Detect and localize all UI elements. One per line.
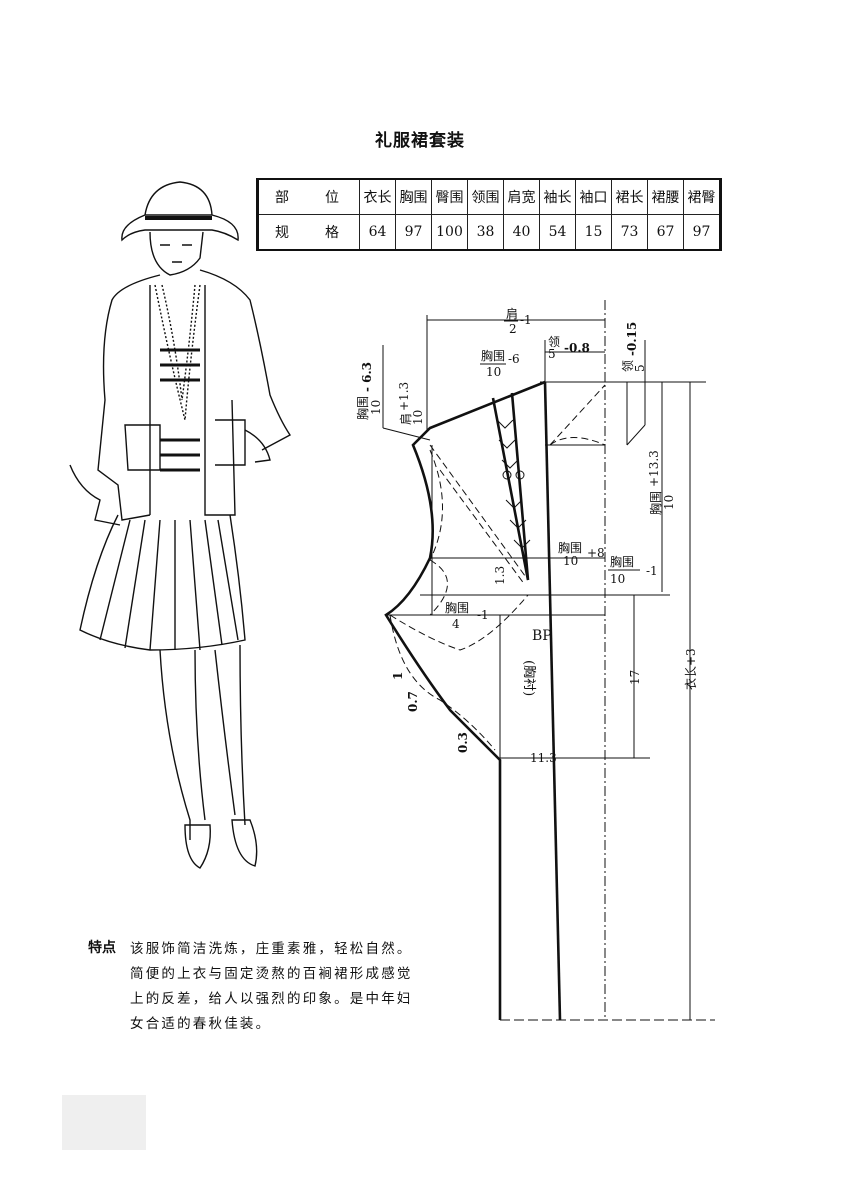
cell-value: 100 (431, 214, 468, 251)
figure-necklace (154, 284, 201, 421)
feature-line: 简便的上衣与固定烫熬的百裥裙形成感觉 (130, 966, 413, 982)
svg-text:胸围: 胸围 (558, 540, 582, 555)
figure-legs (159, 644, 258, 869)
value-label: 规格 (257, 214, 360, 251)
svg-text:10: 10 (486, 365, 501, 379)
svg-text:胸围: 胸围 (445, 600, 469, 615)
construction-lines (382, 300, 715, 1021)
table-row: 规格 64 97 100 38 40 54 15 73 67 97 (257, 214, 721, 251)
svg-text:5: 5 (633, 364, 647, 372)
label-shoulder-drop: 肩 10 +1.3 (397, 382, 425, 425)
figure-jacket (69, 269, 292, 526)
label-m07: 0.7 (406, 691, 420, 712)
label-chest-a: 胸围 10 +8 (558, 540, 605, 568)
svg-text:胸围: 胸围 (481, 348, 505, 363)
value-label-1: 规 (275, 225, 289, 241)
label-m1: 1 (391, 672, 405, 680)
cell-value: 15 (575, 214, 612, 251)
svg-text:-6: -6 (508, 352, 520, 366)
label-chest-b: 胸围 10 -1 (608, 554, 658, 586)
svg-text:10: 10 (369, 400, 383, 415)
svg-text:-0.15: -0.15 (625, 322, 639, 356)
table-header-row: 部位 衣长 胸围 臀围 领围 肩宽 袖长 袖口 裙长 裙腰 裙臀 (257, 178, 721, 215)
label-bp: BP (532, 628, 552, 644)
figure-skirt (79, 514, 246, 651)
header-label-1: 部 (275, 190, 289, 206)
svg-text:10: 10 (610, 572, 625, 586)
col-header: 裙长 (611, 178, 648, 215)
cell-value: 97 (395, 214, 432, 251)
svg-text:肩: 肩 (398, 413, 413, 425)
figure-top-stripes (160, 348, 200, 472)
svg-text:-1: -1 (477, 608, 489, 622)
svg-text:胸围: 胸围 (648, 491, 663, 515)
svg-text:4: 4 (452, 617, 460, 631)
label-shoulder-top: 肩 2 -1 (504, 306, 532, 336)
pattern-outline (384, 380, 562, 1021)
feature-line: 上的反差，给人以强烈的印象。是中年妇 (130, 991, 413, 1007)
scan-artifact (62, 1095, 146, 1150)
svg-text:+1.3: +1.3 (397, 382, 411, 411)
col-header: 臀围 (431, 178, 468, 215)
feature-label: 特点 (88, 940, 116, 956)
feature-line: 该服饰简洁洗炼，庄重素雅，轻松自然。 (130, 941, 413, 957)
col-header: 裙臀 (683, 178, 721, 215)
svg-text:2: 2 (509, 322, 517, 336)
dart-chevrons (496, 419, 531, 549)
svg-text:胸围: 胸围 (355, 396, 370, 420)
cell-value: 38 (467, 214, 504, 251)
figure-hat (121, 181, 239, 242)
svg-text:肩: 肩 (506, 306, 518, 321)
cell-value: 73 (611, 214, 648, 251)
col-header: 肩宽 (503, 178, 540, 215)
svg-text:领: 领 (548, 335, 560, 349)
label-dart-1-3: 1.3 (493, 566, 507, 585)
svg-text:胸围: 胸围 (610, 554, 634, 569)
header-label: 部位 (257, 178, 360, 215)
label-armhole-depth: 胸围 10 +13.3 (647, 450, 676, 515)
dashed-guides (389, 384, 606, 751)
spec-table: 部位 衣长 胸围 臀围 领围 肩宽 袖长 袖口 裙长 裙腰 裙臀 规格 64 9… (256, 178, 722, 251)
svg-text:10: 10 (563, 554, 578, 568)
svg-text:10: 10 (411, 410, 425, 425)
svg-text:- 6.3: - 6.3 (360, 362, 374, 392)
col-header: 领围 (467, 178, 504, 215)
feature-line: 女合适的春秋佳装。 (130, 1016, 272, 1032)
label-neck-depth: 领 5 -0.15 (621, 322, 647, 372)
svg-text:-1: -1 (646, 564, 658, 578)
col-header: 袖长 (539, 178, 576, 215)
label-left-depth: 胸围 10 - 6.3 (355, 362, 383, 420)
svg-text:5: 5 (548, 347, 556, 361)
svg-text:领: 领 (621, 360, 635, 372)
svg-text:-1: -1 (520, 313, 532, 327)
label-lining: (胸衬) (521, 660, 536, 696)
value-label-2: 格 (325, 225, 339, 241)
label-m03: 0.3 (456, 732, 470, 753)
page-title: 礼服裙套装 (375, 131, 465, 151)
svg-text:10: 10 (662, 495, 676, 510)
label-bust-quarter: 胸围 4 -1 (445, 600, 489, 631)
svg-text:-0.8: -0.8 (564, 341, 590, 355)
label-neck-width: 领 5 -0.8 (548, 335, 590, 361)
label-dart-position: 胸围 10 -6 (480, 348, 520, 379)
cell-value: 64 (359, 214, 396, 251)
label-total-length: 衣长+3 (683, 648, 698, 690)
svg-text:+8: +8 (587, 546, 605, 560)
label-length-17: 17 (628, 670, 642, 685)
figure-face (149, 231, 204, 276)
cell-value: 97 (683, 214, 721, 251)
header-label-2: 位 (325, 190, 339, 206)
label-waist-11-3: 11.3 (530, 751, 557, 765)
svg-text:+13.3: +13.3 (647, 450, 661, 487)
